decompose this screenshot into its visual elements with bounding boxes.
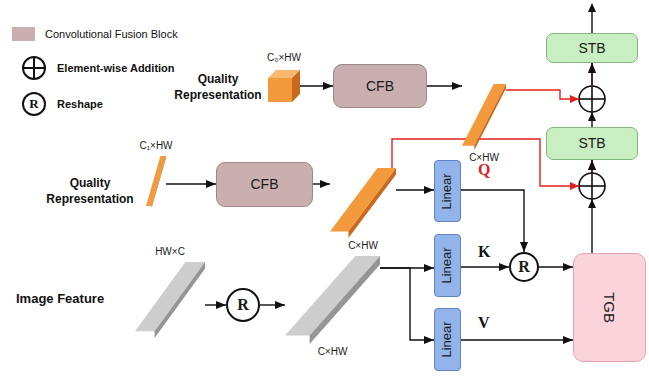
slab-shape <box>285 256 380 344</box>
connector <box>461 266 509 267</box>
connector <box>591 160 592 253</box>
addition-circle <box>23 57 45 79</box>
dimension-label: C×HW <box>348 241 378 251</box>
addition-cross <box>33 57 35 79</box>
shape-face <box>348 168 396 238</box>
connector <box>205 304 226 305</box>
linear-layer: Linear <box>434 160 461 222</box>
shape-face <box>330 168 396 232</box>
dimension-label: C₁×HW <box>139 141 172 151</box>
connector <box>461 190 524 252</box>
block-label: CFB <box>251 176 279 192</box>
addition-cross <box>591 86 593 112</box>
addition-circle <box>579 173 605 199</box>
feature-map: C×HW <box>330 168 396 238</box>
reshape-op: R <box>226 288 260 322</box>
connector <box>396 189 434 190</box>
slab-shape <box>135 262 205 338</box>
legend-swatch <box>12 27 35 41</box>
shape-face <box>292 70 300 102</box>
slab-shape <box>146 156 166 208</box>
tgb-block: TGB <box>573 253 646 362</box>
shape-face <box>462 84 506 146</box>
legend-text: Element-wise Addition <box>57 62 175 74</box>
addition-circle <box>579 86 605 112</box>
output-line <box>591 12 592 33</box>
block-label: TGB <box>601 292 618 323</box>
shape-face <box>152 156 166 208</box>
slab-shape <box>462 84 506 150</box>
block-label: STB <box>578 40 605 56</box>
dimension-label: C×HW <box>318 347 348 357</box>
dimension-label: HW×C <box>155 247 185 257</box>
block-label: CFB <box>366 78 394 94</box>
fusion-block: CFB <box>333 64 427 108</box>
edge-label: V <box>478 315 490 331</box>
linear-layer: Linear <box>434 234 461 297</box>
connector <box>591 63 592 127</box>
shape-face <box>268 78 292 102</box>
legend-text: Convolutional Fusion Block <box>45 28 178 40</box>
shape-face <box>146 156 166 206</box>
addition-symbol <box>579 173 605 199</box>
image-feature-map: HW×C <box>135 262 205 338</box>
connector <box>539 266 573 267</box>
feature-cube: C₀×HW <box>268 68 300 102</box>
addition-symbol <box>579 86 605 112</box>
block-label: Linear <box>440 321 455 357</box>
connector <box>166 183 216 184</box>
shape-face <box>155 262 205 338</box>
connector <box>506 63 592 99</box>
reshape-op: R <box>509 252 539 282</box>
connector <box>300 85 333 86</box>
block-label: R <box>237 296 249 314</box>
linear-layer: Linear <box>434 308 461 371</box>
shape-face <box>285 256 380 335</box>
block-label: Linear <box>440 247 455 283</box>
image-feature-map: C×HW <box>285 256 380 344</box>
block-label: STB <box>578 135 605 151</box>
feature-map: C₁×HW <box>146 156 166 208</box>
transformer-block: STB <box>546 33 638 63</box>
input-label: Image Feature <box>16 291 126 308</box>
input-label: Quality Representation <box>35 176 145 207</box>
transformer-block: STB <box>546 127 638 160</box>
shape-face <box>310 256 380 344</box>
addition-cross <box>591 173 593 199</box>
edge-label: Q <box>478 162 490 178</box>
connector <box>427 85 462 86</box>
edge-label: K <box>478 244 490 260</box>
block-label: R <box>518 258 530 276</box>
legend-addition-symbol <box>23 57 45 79</box>
cube-shape <box>268 68 300 102</box>
connector <box>313 183 330 184</box>
connector <box>380 268 434 340</box>
shape-face <box>474 84 506 150</box>
fusion-block: CFB <box>216 162 313 207</box>
legend-symbol-letter: R <box>24 96 44 113</box>
shape-face <box>135 262 205 331</box>
slab-shape <box>330 168 396 238</box>
block-label: Linear <box>440 173 455 209</box>
arrow-head <box>588 3 596 12</box>
legend-reshape-symbol <box>23 93 45 115</box>
dimension-label: C₀×HW <box>267 53 301 63</box>
feature-map: C×HW <box>462 84 506 150</box>
input-label: Quality Representation <box>163 72 273 103</box>
connector <box>461 339 573 340</box>
connector <box>260 304 285 305</box>
legend-text: Reshape <box>57 98 103 110</box>
